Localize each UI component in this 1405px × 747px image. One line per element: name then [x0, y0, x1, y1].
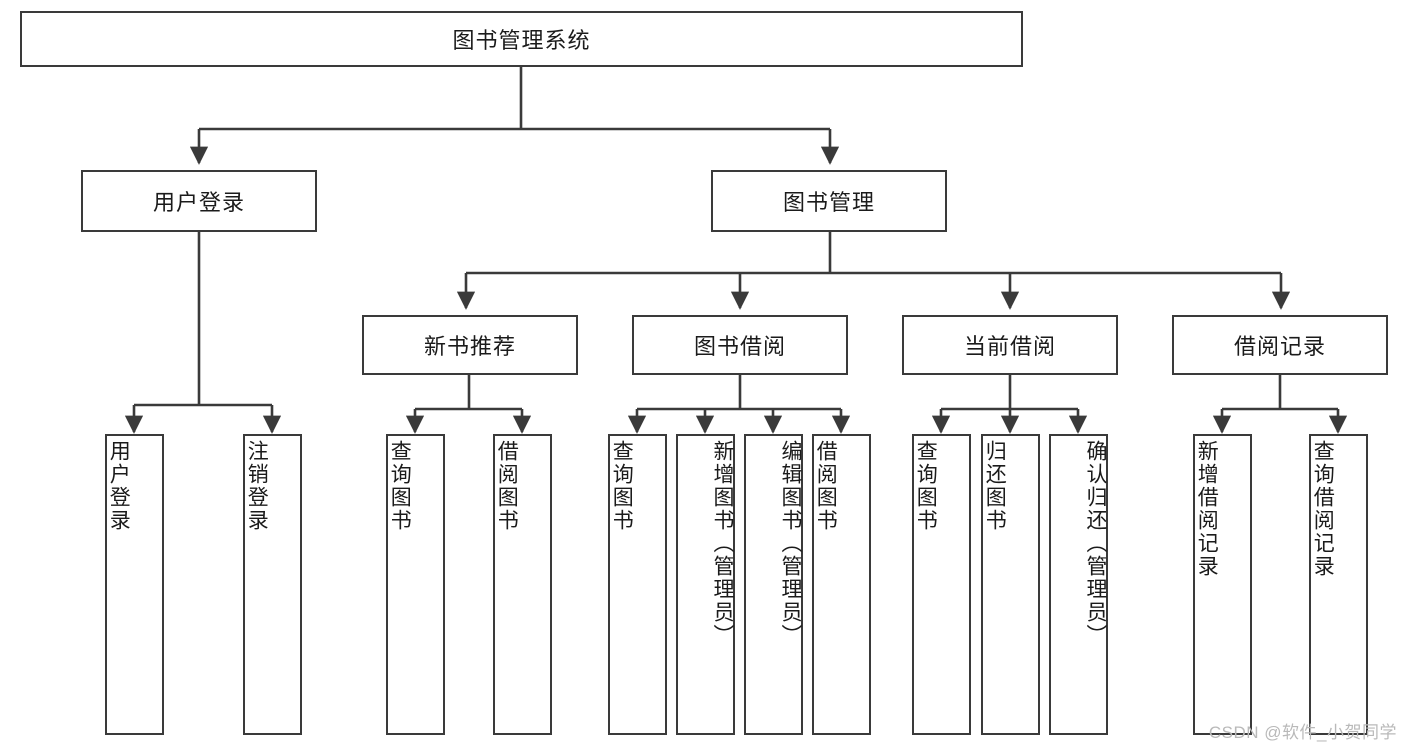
node-new-book-recommend[interactable]: 新书推荐: [362, 315, 578, 375]
leaf-bookborrow-add-book[interactable]: 新增图书（管理员）: [676, 434, 735, 735]
leaf-bookborrow-query-book[interactable]: 查询图书: [608, 434, 667, 735]
node-new-book-recommend-label: 新书推荐: [423, 334, 516, 359]
csdn-watermark: CSDN @软件_小贺同学: [1208, 723, 1397, 742]
leaf-newbook-query-book[interactable]: 查询图书: [386, 434, 445, 735]
leaf-user-login-logout[interactable]: 注销登录: [243, 434, 302, 735]
leaf-bookborrow-add-book-label: 新增图书（管理员）: [711, 440, 734, 647]
leaf-currentborrow-return-book-label: 归还图书: [983, 440, 1007, 532]
leaf-bookborrow-edit-book[interactable]: 编辑图书（管理员）: [744, 434, 803, 735]
leaf-newbook-query-book-label: 查询图书: [388, 440, 412, 532]
leaf-newbook-borrow-book-label: 借阅图书: [495, 440, 519, 532]
leaf-borrowrecord-add-record[interactable]: 新增借阅记录: [1193, 434, 1252, 735]
node-user-login[interactable]: 用户登录: [81, 170, 317, 232]
node-current-borrow[interactable]: 当前借阅: [902, 315, 1118, 375]
node-borrow-record-label: 借阅记录: [1233, 334, 1326, 359]
leaf-bookborrow-borrow-book[interactable]: 借阅图书: [812, 434, 871, 735]
node-book-manage[interactable]: 图书管理: [711, 170, 947, 232]
leaf-bookborrow-borrow-book-label: 借阅图书: [814, 440, 838, 532]
node-book-borrow-label: 图书借阅: [693, 334, 786, 359]
leaf-currentborrow-query-book[interactable]: 查询图书: [912, 434, 971, 735]
node-current-borrow-label: 当前借阅: [963, 334, 1056, 359]
node-user-login-label: 用户登录: [152, 190, 245, 215]
leaf-borrowrecord-query-record-label: 查询借阅记录: [1311, 440, 1335, 578]
leaf-currentborrow-confirm-return[interactable]: 确认归还（管理员）: [1049, 434, 1108, 735]
leaf-bookborrow-query-book-label: 查询图书: [610, 440, 634, 532]
leaf-user-login-logout-label: 注销登录: [245, 440, 269, 532]
node-book-borrow[interactable]: 图书借阅: [632, 315, 848, 375]
leaf-user-login-login-label: 用户登录: [107, 440, 131, 532]
node-borrow-record[interactable]: 借阅记录: [1172, 315, 1388, 375]
leaf-currentborrow-confirm-return-label: 确认归还（管理员）: [1084, 440, 1107, 647]
node-book-manage-label: 图书管理: [782, 190, 875, 215]
leaf-newbook-borrow-book[interactable]: 借阅图书: [493, 434, 552, 735]
leaf-borrowrecord-query-record[interactable]: 查询借阅记录: [1309, 434, 1368, 735]
leaf-user-login-login[interactable]: 用户登录: [105, 434, 164, 735]
node-root[interactable]: 图书管理系统: [20, 11, 1023, 67]
leaf-borrowrecord-add-record-label: 新增借阅记录: [1195, 440, 1219, 578]
leaf-bookborrow-edit-book-label: 编辑图书（管理员）: [779, 440, 802, 647]
node-root-label: 图书管理系统: [452, 28, 591, 53]
leaf-currentborrow-query-book-label: 查询图书: [914, 440, 938, 532]
leaf-currentborrow-return-book[interactable]: 归还图书: [981, 434, 1040, 735]
